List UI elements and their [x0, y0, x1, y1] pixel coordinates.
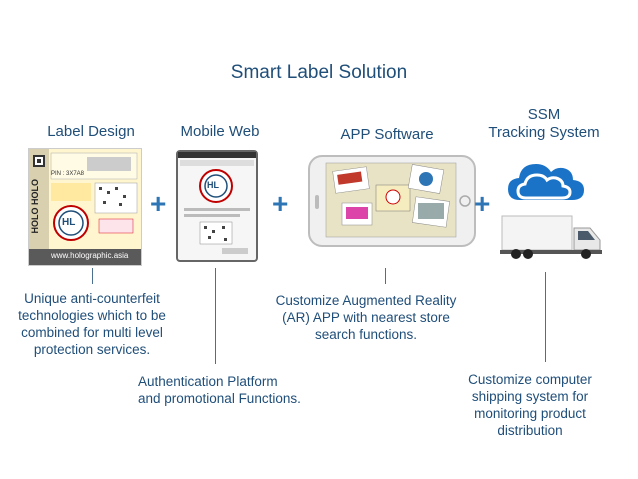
holo-text: HOLO HOLO	[30, 179, 40, 234]
desc-ssm-line3: monitoring product	[474, 406, 586, 421]
desc-label-design-line1: Unique anti-counterfeit	[24, 291, 160, 306]
desc-app-software: Customize Augmented Reality (AR) APP wit…	[262, 292, 470, 343]
connector-label-design	[92, 268, 93, 284]
holographic-label-image: HOLO HOLO PIN : 3X7A8 HL www.holographic…	[28, 148, 142, 266]
pin-text: PIN : 3X7A8	[51, 171, 85, 177]
desc-mobile-web-line2: and promotional Functions.	[138, 391, 301, 406]
heading-ssm-line2: Tracking System	[488, 124, 600, 141]
desc-app-software-line2: (AR) APP with nearest store	[282, 310, 450, 325]
heading-label-design: Label Design	[47, 123, 135, 140]
heading-mobile-web: Mobile Web	[180, 123, 260, 140]
plus-2: +	[272, 188, 289, 219]
plus-3: +	[474, 188, 491, 219]
smartphone-icon	[308, 155, 476, 247]
connector-app-software	[385, 268, 386, 284]
connector-ssm	[545, 272, 546, 362]
desc-mobile-web: Authentication Platform and promotional …	[138, 373, 338, 407]
mobile-web-screenshot: HL	[176, 150, 258, 262]
desc-ssm-line4: distribution	[497, 423, 563, 438]
heading-ssm-line1: SSM	[527, 106, 561, 123]
label-brand-initials: HL	[62, 217, 76, 228]
desc-ssm-line1: Customize computer	[468, 372, 592, 387]
plus-1: +	[150, 188, 167, 219]
desc-label-design-line4: protection services.	[33, 342, 151, 357]
mobile-brand-initials: HL	[207, 180, 219, 190]
heading-app-software: APP Software	[340, 126, 434, 143]
desc-label-design: Unique anti-counterfeit technologies whi…	[2, 290, 182, 358]
desc-label-design-line2: technologies which to be	[18, 308, 166, 323]
desc-app-software-line3: search functions.	[314, 327, 418, 342]
label-url: www.holographic.asia	[51, 251, 129, 260]
desc-label-design-line3: combined for multi level	[21, 325, 163, 340]
heading-ssm: SSM Tracking System	[474, 106, 614, 142]
diagram-title: Smart Label Solution	[230, 62, 408, 83]
cloud-icon	[506, 158, 586, 204]
desc-ssm: Customize computer shipping system for m…	[452, 371, 608, 439]
desc-ssm-line2: shipping system for	[471, 389, 589, 404]
desc-mobile-web-line1: Authentication Platform	[138, 374, 278, 389]
truck-icon	[500, 212, 604, 260]
connector-mobile-web	[215, 268, 216, 364]
desc-app-software-line1: Customize Augmented Reality	[275, 293, 457, 308]
